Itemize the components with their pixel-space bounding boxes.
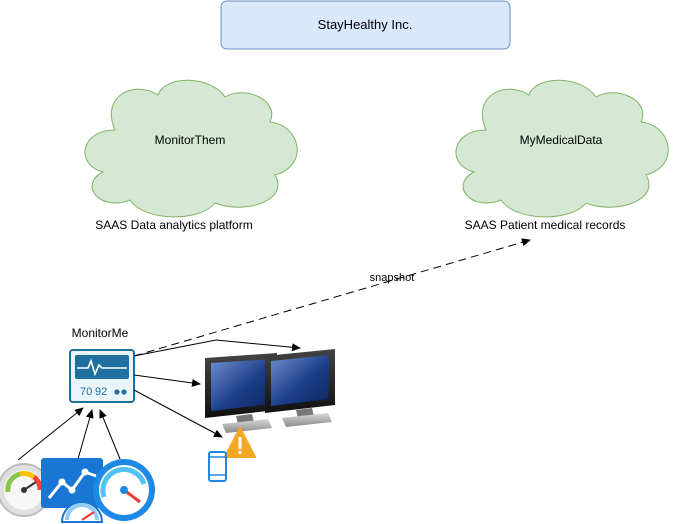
device-label: MonitorMe — [72, 326, 129, 340]
cloud-my-medical-data[interactable]: MyMedicalData — [455, 79, 669, 218]
company-box[interactable]: StayHealthy Inc. — [220, 0, 511, 50]
device-output-edges — [133, 339, 301, 438]
cloud-my-medical-data-label: MyMedicalData — [520, 133, 603, 147]
sensor-input-edges — [17, 407, 121, 461]
monitor-icon[interactable] — [205, 353, 277, 433]
my-medical-data-caption: SAAS Patient medical records — [465, 218, 626, 232]
monitor-icon[interactable] — [265, 349, 335, 427]
snapshot-label: snapshot — [370, 272, 415, 284]
cloud-monitor-them[interactable]: MonitorThem — [84, 79, 298, 218]
cloud-monitor-them-label: MonitorThem — [155, 133, 226, 147]
gauge-icon[interactable] — [93, 459, 155, 521]
monitor-them-caption: SAAS Data analytics platform — [95, 218, 252, 232]
mobile-phone-icon[interactable] — [208, 451, 227, 482]
snapshot-edge[interactable] — [133, 238, 531, 357]
line-chart-icon[interactable] — [41, 458, 104, 523]
heart-rate-monitor-icon[interactable]: 70 92 — [69, 349, 135, 403]
warning-icon[interactable] — [224, 427, 256, 458]
device-reading-2: 92 — [95, 386, 107, 398]
company-label: StayHealthy Inc. — [318, 17, 413, 32]
device-reading-1: 70 — [80, 386, 92, 398]
